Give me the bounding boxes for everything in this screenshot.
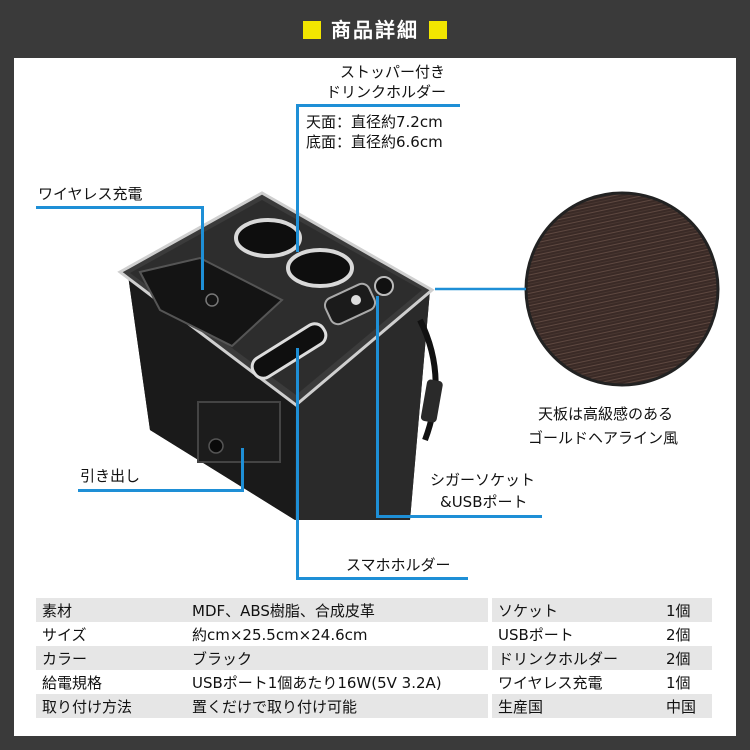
spec-value: USBポート1個あたり16W(5V 3.2A) bbox=[186, 670, 488, 694]
callout-line-cigar-vert bbox=[376, 296, 379, 518]
phone-holder-slot bbox=[250, 322, 328, 380]
wireless-charger-pad bbox=[138, 256, 284, 348]
callout-line-phone bbox=[296, 577, 468, 580]
table-row: 取り付け方法置くだけで取り付け可能 bbox=[36, 694, 488, 718]
page-title-text: 商品詳細 bbox=[331, 18, 419, 42]
callout-line-wireless bbox=[36, 206, 204, 209]
label-cigar-1: シガーソケット bbox=[430, 471, 536, 489]
label-phone-holder: スマホホルダー bbox=[346, 556, 451, 574]
yellow-square-icon bbox=[303, 21, 321, 39]
header-bar bbox=[0, 0, 750, 58]
spec-key: 給電規格 bbox=[36, 670, 186, 694]
table-row: サイズ約cm×25.5cm×24.6cm bbox=[36, 622, 488, 646]
part-value: 中国 bbox=[660, 694, 712, 718]
usb-port-icon bbox=[351, 295, 361, 305]
power-cable bbox=[417, 318, 439, 442]
callout-line-cigar bbox=[376, 515, 542, 518]
label-drawer: 引き出し bbox=[80, 467, 141, 485]
callout-line-drawer-vert bbox=[241, 448, 244, 492]
wireless-charge-icon bbox=[205, 293, 219, 307]
drawer-knob bbox=[208, 438, 224, 454]
spec-value: ブラック bbox=[186, 646, 488, 670]
callout-line-drink bbox=[296, 104, 460, 107]
callout-line-phone-vert bbox=[296, 348, 299, 580]
label-wood-1: 天板は高級感のある bbox=[538, 405, 674, 423]
spec-key: サイズ bbox=[36, 622, 186, 646]
table-row: カラーブラック bbox=[36, 646, 488, 670]
wood-grain-sample bbox=[524, 191, 720, 387]
drawer-face bbox=[197, 401, 281, 463]
part-key: ワイヤレス充電 bbox=[492, 670, 660, 694]
spec-value: 約cm×25.5cm×24.6cm bbox=[186, 622, 488, 646]
table-row: 生産国中国 bbox=[492, 694, 712, 718]
yellow-square-icon bbox=[429, 21, 447, 39]
part-value: 1個 bbox=[660, 670, 712, 694]
cigar-plug bbox=[420, 379, 443, 423]
label-drink-bottom: 底面：直径約6.6cm bbox=[306, 133, 443, 151]
label-wood-2: ゴールドヘアライン風 bbox=[528, 429, 679, 447]
label-drink-holder-1: ストッパー付き bbox=[340, 63, 446, 81]
spec-value: 置くだけで取り付け可能 bbox=[186, 694, 488, 718]
callout-line-wireless-vert bbox=[201, 206, 204, 290]
part-key: USBポート bbox=[492, 622, 660, 646]
part-key: 生産国 bbox=[492, 694, 660, 718]
socket-panel bbox=[323, 282, 377, 326]
label-cigar-2: &USBポート bbox=[440, 493, 528, 511]
part-key: ドリンクホルダー bbox=[492, 646, 660, 670]
cup-holder-back bbox=[234, 218, 302, 258]
label-drink-holder-2: ドリンクホルダー bbox=[326, 83, 447, 101]
cigar-socket-icon bbox=[374, 276, 394, 296]
spec-key: カラー bbox=[36, 646, 186, 670]
spec-key: 素材 bbox=[36, 598, 186, 622]
spec-value: MDF、ABS樹脂、合成皮革 bbox=[186, 598, 488, 622]
callout-line-drink-vert bbox=[296, 104, 299, 252]
part-value: 1個 bbox=[660, 598, 712, 622]
label-drink-top: 天面：直径約7.2cm bbox=[306, 113, 443, 131]
label-wireless: ワイヤレス充電 bbox=[38, 185, 143, 203]
spec-key: 取り付け方法 bbox=[36, 694, 186, 718]
callout-line-drawer bbox=[78, 489, 244, 492]
page-title: 商品詳細 bbox=[0, 14, 750, 43]
console-right-face bbox=[295, 290, 430, 520]
part-key: ソケット bbox=[492, 598, 660, 622]
part-value: 2個 bbox=[660, 646, 712, 670]
part-value: 2個 bbox=[660, 622, 712, 646]
cup-holder-front bbox=[286, 248, 354, 288]
